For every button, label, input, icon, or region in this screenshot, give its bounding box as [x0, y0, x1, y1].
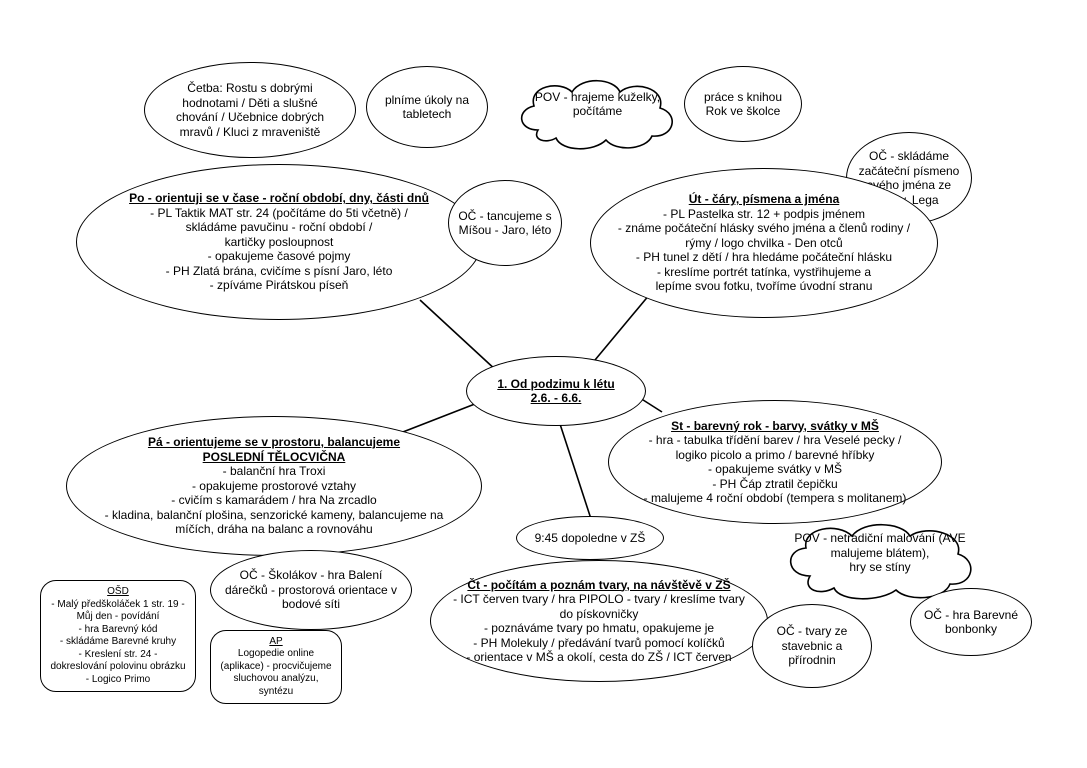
cetba-line: hodnotami / Děti a slušné — [182, 95, 318, 110]
ap-line: sluchovou analýzu, — [233, 673, 319, 685]
oc-skolakov-line: bodové síti — [281, 597, 341, 612]
oc-bonbonky-bubble: OČ - hra Barevné bonbonky — [910, 588, 1032, 656]
center-topic-bubble: 1. Od podzimu k létu 2.6. - 6.6. — [466, 356, 646, 426]
oc-pismeno-line: svého jména ze — [866, 178, 952, 192]
ut-line: - kreslíme portrét tatínka, vystřihujeme… — [656, 264, 872, 279]
oc-tancujeme-line: Míšou - Jaro, léto — [458, 223, 552, 237]
cetba-line: Četba: Rostu s dobrými — [187, 81, 313, 95]
osd-title: OŠD — [107, 586, 129, 597]
oc-pismeno-line: začáteční písmeno — [858, 163, 960, 178]
oc-skolakov-line: OČ - Školákov - hra Balení — [239, 568, 383, 583]
po-line: - PH Zlatá brána, cvičíme s písní Jaro, … — [165, 263, 393, 278]
ap-line: syntézu — [258, 685, 294, 697]
oc-skolakov-line: dárečků - prostorová orientace v — [224, 582, 398, 597]
tablety-line: tabletech — [402, 107, 452, 121]
cetba-line: chování / Učebnice dobrých — [175, 110, 325, 124]
oc-stavebnic-bubble: OČ - tvary ze stavebnic a přírodnin — [752, 604, 872, 688]
pa-bubble: Pá - orientujeme se v prostoru, balancuj… — [66, 416, 482, 556]
ct-line: - poznáváme tvary po hmatu, opakujeme je — [483, 621, 715, 635]
ct-bubble: Čt - počítám a poznám tvary, na návštěvě… — [430, 560, 768, 682]
st-line: - PH Čáp ztratil čepičku — [712, 476, 838, 491]
osd-box: OŠD - Malý předškoláček 1 str. 19 - Můj … — [40, 580, 196, 692]
tablety-bubble: plníme úkoly na tabletech — [366, 66, 488, 148]
pov-malovani-line: hry se stíny — [849, 560, 911, 575]
ct-line: do pískovničky — [559, 606, 639, 621]
tablety-line: plníme úkoly na — [384, 92, 470, 107]
pa-line: - opakujeme prostorové vztahy — [191, 478, 357, 493]
po-line: skládáme pavučinu - roční období / — [185, 220, 373, 235]
ut-title: Út - čáry, písmena a jména — [688, 192, 840, 207]
ap-line: (aplikace) - procvičujeme — [220, 660, 332, 672]
pa-line: míčích, dráha na balanc a rovnováhu — [175, 522, 373, 537]
pov-kuzelky-line: POV - hrajeme kuželky, — [534, 89, 661, 104]
oc-pismeno-line: OČ - skládáme — [868, 149, 950, 163]
po-line: kartičky posloupnost — [224, 234, 334, 249]
osd-line: - skládáme Barevné kruhy — [59, 636, 177, 647]
osd-line: - Malý předškoláček 1 str. 19 - — [51, 598, 185, 610]
ct-line: - PH Molekuly / předávání tvarů pomocí k… — [473, 635, 725, 650]
st-line: - hra - tabulka třídění barev / hra Vese… — [648, 433, 902, 447]
pa-title: Pá - orientujeme se v prostoru, balancuj… — [147, 435, 401, 450]
po-line: - opakujeme časové pojmy — [207, 249, 351, 264]
po-title: Po - orientuji se v čase - roční období,… — [129, 191, 429, 206]
osd-line: dokreslování polovinu obrázku — [50, 661, 186, 672]
st-line: - malujeme 4 roční období (tempera s mol… — [643, 491, 907, 505]
oc-stavebnic-line: OČ - tvary ze — [776, 624, 848, 639]
ap-box: AP Logopedie online (aplikace) - procvič… — [210, 630, 342, 704]
cetba-bubble: Četba: Rostu s dobrými hodnotami / Děti … — [144, 62, 356, 158]
osd-line: Můj den - povídání — [76, 611, 160, 622]
pov-malovani-cloud — [789, 524, 972, 600]
pa-line: - kladina, balanční plošina, senzorické … — [104, 507, 444, 522]
oc-skolakov-bubble: OČ - Školákov - hra Balení dárečků - pro… — [210, 550, 412, 630]
ct-line: - orientace v MŠ a okolí, cesta do ZŠ / … — [466, 650, 732, 664]
ap-line: Logopedie online — [237, 648, 315, 660]
po-line: - PL Taktik MAT str. 24 (počítáme do 5ti… — [150, 205, 408, 220]
po-line: - zpíváme Pirátskou píseň — [209, 278, 349, 293]
pov-kuzelky-text: POV - hrajeme kuželky, počítáme — [510, 78, 685, 130]
pa-subtitle: POSLEDNÍ TĚLOCVIČNA — [202, 449, 346, 464]
pov-malovani-text: POV - netradiční malování (AVE malujeme … — [780, 524, 980, 582]
zs-time-bubble: 9:45 dopoledne v ZŠ — [516, 516, 664, 560]
st-bubble: St - barevný rok - barvy, svátky v MŠ - … — [608, 400, 942, 524]
pa-line: - balanční hra Troxi — [222, 464, 326, 479]
oc-bonbonky-line: bonbonky — [944, 622, 998, 636]
cetba-line: mravů / Kluci z mraveniště — [179, 124, 321, 139]
ct-title: Čt - počítám a poznám tvary, na návštěvě… — [467, 577, 731, 592]
pov-malovani-line: malujeme blátem), — [830, 545, 930, 560]
oc-stavebnic-line: přírodnin — [788, 653, 836, 668]
pa-line: - cvičím s kamarádem / hra Na zrcadlo — [171, 493, 377, 508]
st-line: logiko picolo a primo / barevné hříbky — [675, 447, 875, 462]
oc-tancujeme-bubble: OČ - tancujeme s Míšou - Jaro, léto — [448, 180, 562, 266]
ut-line: rýmy / logo chvilka - Den otců — [685, 235, 843, 250]
osd-line: - Logico Primo — [85, 673, 151, 685]
ct-line: - ICT červen tvary / hra PIPOLO - tvary … — [453, 592, 745, 606]
pov-kuzelky-cloud — [520, 80, 673, 150]
center-dates: 2.6. - 6.6. — [530, 391, 582, 405]
st-title: St - barevný rok - barvy, svátky v MŠ — [671, 418, 879, 433]
ut-bubble: Út - čáry, písmena a jména - PL Pastelka… — [590, 168, 938, 318]
st-line: - opakujeme svátky v MŠ — [707, 462, 843, 476]
ut-line: lepíme svou fotku, tvoříme úvodní stranu — [655, 279, 873, 294]
oc-bonbonky-line: OČ - hra Barevné — [923, 607, 1019, 622]
pov-malovani-line: POV - netradiční malování (AVE — [794, 531, 966, 546]
ut-line: - známe počáteční hlásky svého jména a č… — [617, 221, 911, 236]
ut-line: - PH tunel z dětí / hra hledáme počátečn… — [635, 250, 893, 265]
zs-time-text: 9:45 dopoledne v ZŠ — [534, 530, 646, 545]
kniha-line: práce s knihou — [703, 89, 783, 104]
oc-stavebnic-line: stavebnic a — [781, 638, 843, 653]
osd-line: - Kreslení str. 24 - — [78, 648, 158, 660]
ut-line: - PL Pastelka str. 12 + podpis jménem — [663, 206, 865, 221]
kniha-line: Rok ve školce — [705, 104, 781, 118]
ap-title: AP — [269, 635, 283, 647]
osd-line: - hra Barevný kód — [78, 623, 158, 635]
oc-tancujeme-line: OČ - tancujeme s — [458, 208, 552, 223]
kniha-bubble: práce s knihou Rok ve školce — [684, 66, 802, 142]
center-title: 1. Od podzimu k létu — [497, 376, 615, 391]
po-bubble: Po - orientuji se v čase - roční období,… — [76, 164, 482, 320]
pov-kuzelky-line: počítáme — [572, 104, 623, 118]
